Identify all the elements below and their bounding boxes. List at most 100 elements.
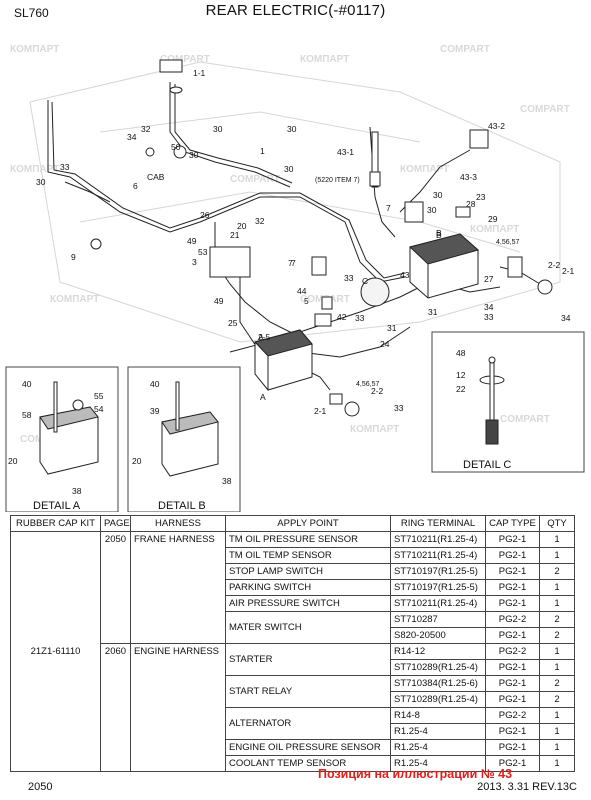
callout-label: 42 <box>337 312 347 322</box>
callout-label: 33 <box>484 312 494 322</box>
grommet-icon <box>169 86 183 94</box>
quantity: 2 <box>539 675 575 692</box>
quantity: 1 <box>539 723 575 740</box>
ring-terminal: R14-8 <box>390 707 486 724</box>
callout-label: 23 <box>476 192 486 202</box>
callout-label: 1-1 <box>193 68 206 78</box>
callout-label: 43-2 <box>488 121 505 131</box>
callout-label: 4,56,57 <box>356 381 379 388</box>
callout-label: 2-2 <box>548 260 561 270</box>
callout-label: 29 <box>488 214 498 224</box>
callout-label: 2-5 <box>0 22 13 24</box>
cab-connector-icon <box>145 147 155 157</box>
callout-label: 32 <box>255 216 265 226</box>
detail-a-label: 40 <box>22 379 32 389</box>
callout-label: 34 <box>484 302 494 312</box>
quantity: 1 <box>539 579 575 596</box>
apply-point: TM OIL TEMP SENSOR <box>225 547 391 564</box>
callout-label: 2-2 <box>371 386 384 396</box>
callout-label: 34 <box>127 132 137 142</box>
callout-label: 20 <box>237 221 247 231</box>
model-code: SL760 <box>14 6 49 20</box>
callout-label: 33 <box>60 162 70 172</box>
cap-type: PG2-2 <box>485 707 540 724</box>
ring-terminal: ST710197(R1.25-5) <box>390 563 486 580</box>
rod-icon <box>489 361 495 423</box>
apply-point: ALTERNATOR <box>225 707 391 740</box>
bolt-icon <box>488 356 496 364</box>
callout-label: 7 <box>291 258 296 268</box>
connector-icon <box>311 256 327 276</box>
quantity: 1 <box>539 595 575 612</box>
detail-b-caption: DETAIL B <box>158 500 206 512</box>
harness-name: ENGINE HARNESS <box>130 643 226 772</box>
col-header: RING TERMINAL <box>390 515 486 532</box>
detail-a-label: 54 <box>94 404 104 414</box>
cap-type: PG2-1 <box>485 659 540 676</box>
callout-label: 5 <box>304 296 309 306</box>
page-title: REAR ELECTRIC(-#0117) <box>205 2 386 19</box>
ring-terminal: ST710384(R1.25-6) <box>390 675 486 692</box>
quantity: 1 <box>539 755 575 772</box>
watermark-text: COMPART <box>440 44 490 55</box>
callout-label: 43 <box>400 270 410 280</box>
callout-label: B <box>436 228 442 238</box>
switch-icon <box>321 296 333 310</box>
bolt-icon <box>175 381 180 431</box>
cap-icon <box>344 401 360 417</box>
callout-label: 6 <box>133 181 138 191</box>
quantity: 1 <box>539 643 575 660</box>
callout-label: 30 <box>213 124 223 134</box>
callout-label: 24 <box>380 339 390 349</box>
ring-terminal: ST710289(R1.25-4) <box>390 659 486 676</box>
watermark-text: КОМПАРТ <box>10 44 59 55</box>
quantity: 2 <box>539 627 575 644</box>
callout-label: C <box>362 276 368 286</box>
detail-c-marker <box>360 277 390 307</box>
quantity: 1 <box>539 707 575 724</box>
callout-label: 30 <box>427 205 437 215</box>
svg-text:A: A <box>258 332 264 342</box>
detail-c-label: 22 <box>456 384 466 394</box>
cap-type: PG2-1 <box>485 739 540 756</box>
callout-label: 27 <box>484 274 494 284</box>
callout-label: 49 <box>187 236 197 246</box>
ring-terminal: R1.25-4 <box>390 755 486 772</box>
callout-label: 2-5 <box>258 332 271 342</box>
page-number: 2050 <box>28 781 53 793</box>
quantity: 1 <box>539 547 575 564</box>
battery-a: A <box>254 329 313 391</box>
ring-terminal: ST710211(R1.25-4) <box>390 531 486 548</box>
page-ref: 2050 <box>100 531 131 644</box>
ring-terminal: R1.25-4 <box>390 723 486 740</box>
col-header: RUBBER CAP KIT <box>10 515 101 532</box>
apply-point: AIR PRESSURE SWITCH <box>225 595 391 612</box>
quantity: 1 <box>539 659 575 676</box>
cap-type: PG2-1 <box>485 627 540 644</box>
col-header: QTY <box>539 515 575 532</box>
kit-number: 21Z1-61110 <box>10 531 101 772</box>
callout-label: 2-1 <box>314 406 327 416</box>
ring-terminal: R1.25-4 <box>390 739 486 756</box>
position-overlay: Позиция на иллюстрации № 43 <box>318 767 513 781</box>
detail-a-label: 38 <box>72 486 82 496</box>
watermark-text: КОМПАРТ <box>300 54 349 65</box>
cap-type: PG2-1 <box>485 723 540 740</box>
apply-point: START RELAY <box>225 675 391 708</box>
callout-label: 28 <box>466 199 476 209</box>
callout-label: 3 <box>192 257 197 267</box>
col-header: CAP TYPE <box>485 515 540 532</box>
quantity: 1 <box>539 531 575 548</box>
callout-label: (5220 ITEM 7) <box>315 177 360 184</box>
ring-terminal: ST710289(R1.25-4) <box>390 691 486 708</box>
detail-a-label: 20 <box>8 456 18 466</box>
detail-b-label: 39 <box>150 406 160 416</box>
callout-label: 9 <box>71 252 76 262</box>
